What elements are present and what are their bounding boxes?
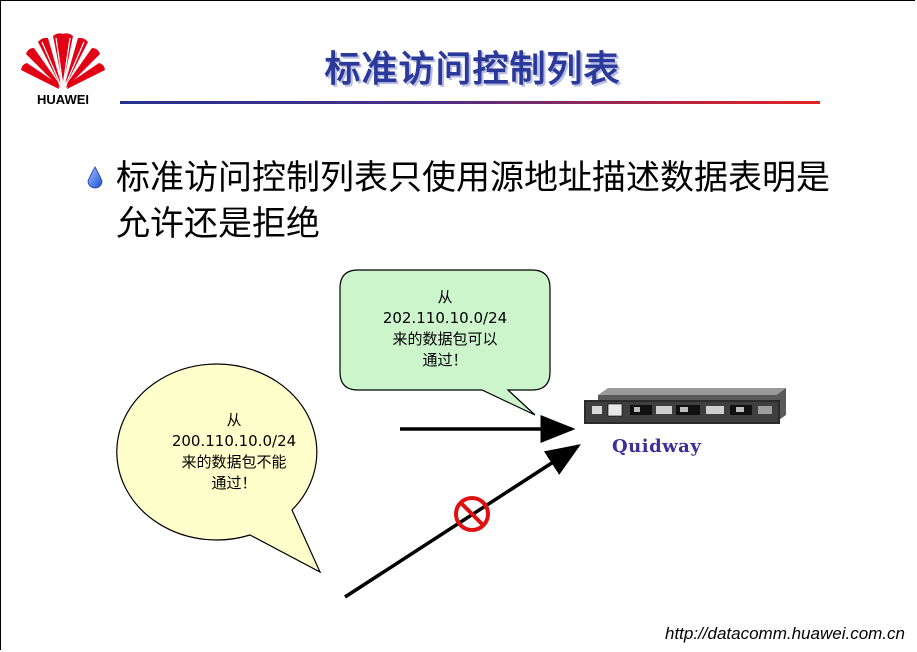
title-divider <box>120 101 820 104</box>
deny-callout-line: 来的数据包不能 <box>181 453 287 471</box>
allow-callout-text: 从 202.110.10.0/24 来的数据包可以 通过！ <box>343 287 547 371</box>
router-icon <box>584 388 786 424</box>
deny-callout-line: 通过！ <box>211 474 257 492</box>
page-title: 标准访问控制列表 <box>324 49 621 90</box>
allow-callout-line: 来的数据包可以 <box>392 330 498 348</box>
prohibited-icon <box>454 496 490 532</box>
water-drop-icon <box>87 166 103 189</box>
deny-callout-text: 从 200.110.10.0/24 来的数据包不能 通过！ <box>122 410 346 494</box>
footer-url: http://datacomm.huawei.com.cn <box>664 624 905 643</box>
huawei-logo: HUAWEI <box>20 30 106 110</box>
logo-text: HUAWEI <box>37 92 89 107</box>
deny-arrow <box>344 444 581 599</box>
huawei-fan-icon <box>21 33 105 89</box>
deny-callout-line: 200.110.10.0/24 <box>171 432 297 450</box>
deny-callout-bubble <box>116 363 322 574</box>
allow-callout-bubble <box>339 269 551 416</box>
allow-callout-line: 从 <box>437 288 453 306</box>
deny-callout-line: 从 <box>226 411 242 429</box>
allow-callout-line: 202.110.10.0/24 <box>382 309 508 327</box>
device-label: Quidway <box>612 436 702 457</box>
bullet-text: 标准访问控制列表只使用源地址描述数据表明是允许还是拒绝 <box>116 158 830 244</box>
allow-callout-line: 通过！ <box>422 351 468 369</box>
